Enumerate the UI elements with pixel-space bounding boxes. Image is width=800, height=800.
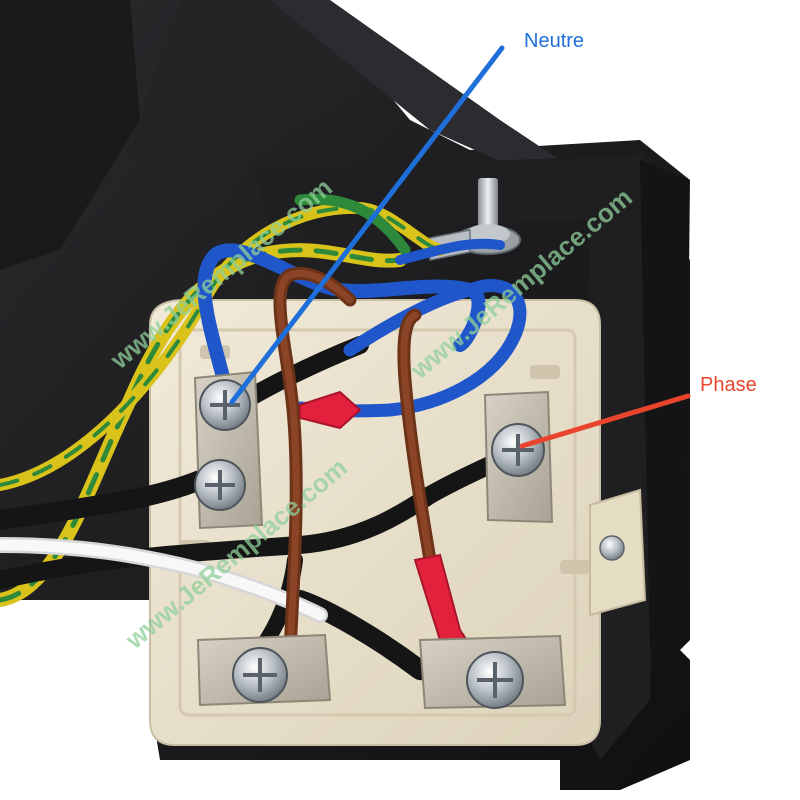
neutral-label: Neutre <box>524 30 585 52</box>
neutral-callout-line <box>229 45 505 405</box>
screw-bottom-left <box>232 647 288 703</box>
screw-phase <box>491 423 545 477</box>
wires <box>0 193 527 685</box>
screw-bottom-right <box>466 651 524 709</box>
screw-left-lower <box>194 459 246 511</box>
phase-callout-line <box>519 393 691 449</box>
phase-label: Phase <box>700 374 757 396</box>
side-bracket <box>589 488 647 617</box>
